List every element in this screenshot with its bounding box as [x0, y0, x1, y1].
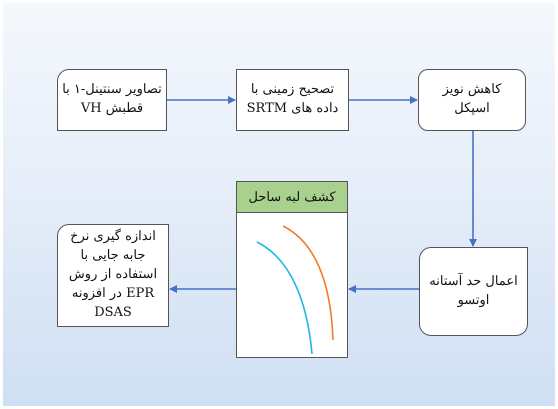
speckle-reduction-node: کاهش نویز اسپکل — [418, 69, 526, 131]
speckle-reduction-label: کاهش نویز اسپکل — [442, 82, 502, 116]
connectors-layer — [167, 96, 477, 293]
terrain-correction-node: تصحیح زمینی با داده های SRTM — [236, 69, 349, 131]
sentinel-input-node: تصاویر سنتینل-۱ با قطبش VH — [57, 69, 167, 131]
shoreline-curves-illustration — [256, 225, 334, 355]
epr-measurement-label: اندازه گیری نرخ جابه جایی با استفاده از … — [68, 229, 158, 320]
edge-detection-label: کشف لبه ساحل — [248, 189, 336, 205]
edge-detection-header: کشف لبه ساحل — [237, 182, 347, 213]
diagram-canvas: تصاویر سنتینل-۱ با قطبش VH تصحیح زمینی ب… — [3, 3, 555, 406]
terrain-correction-label: تصحیح زمینی با داده های SRTM — [246, 82, 339, 116]
otsu-threshold-label: اعمال حد آستانه اوتسو — [429, 273, 518, 308]
shoreline-curve-orange — [282, 225, 334, 341]
edge-detection-node: کشف لبه ساحل — [236, 181, 348, 358]
epr-measurement-node: اندازه گیری نرخ جابه جایی با استفاده از … — [57, 224, 169, 327]
shoreline-curve-cyan — [256, 241, 313, 355]
otsu-threshold-node: اعمال حد آستانه اوتسو — [419, 247, 528, 336]
sentinel-input-label: تصاویر سنتینل-۱ با قطبش VH — [62, 82, 162, 116]
